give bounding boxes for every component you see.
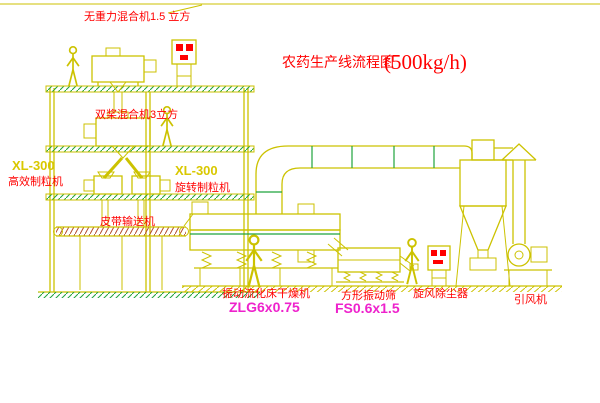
label-top-mixer: 无重力混合机1.5 立方 — [84, 9, 190, 23]
granulator-discharge-pipes — [101, 200, 145, 227]
diagram-title: 农药生产线流程图 — [282, 55, 394, 71]
label-granulator-right-model: XL-300 — [175, 163, 218, 178]
gravity-free-mixer — [91, 4, 203, 93]
label-sieve-model: FS0.6x1.5 — [335, 300, 400, 316]
y-splitter-chute — [102, 156, 144, 180]
sieve-springs — [336, 271, 404, 283]
stack-rain-cap — [501, 143, 537, 161]
exhaust-duct — [255, 145, 473, 214]
dryer-base-frame — [194, 267, 338, 286]
diagram-title-capacity: (500kg/h) — [384, 50, 467, 74]
fluid-bed-dryer — [189, 201, 341, 263]
label-dryer-name: 振动流化床干燥机 — [222, 286, 310, 300]
label-dryer-model: ZLG6x0.75 — [229, 299, 300, 315]
label-granulator-right-name: 旋转制粒机 — [175, 180, 230, 194]
leader-line — [167, 4, 203, 14]
labels: 农药生产线流程图 (500kg/h) 无重力混合机1.5 立方 双桨混合机3立方… — [8, 9, 547, 316]
label-fan: 引风机 — [514, 292, 547, 306]
dryer-springs — [200, 251, 318, 269]
label-granulator-left-model: XL-300 — [12, 158, 55, 173]
exhaust-stack — [512, 160, 526, 244]
granulator-left — [83, 171, 123, 195]
control-cabinet-right — [427, 245, 451, 286]
ground-right — [182, 285, 562, 292]
label-sieve-name: 方形振动筛 — [341, 288, 396, 302]
mixer-feed-pipe — [113, 92, 123, 114]
label-twin-paddle-mixer: 双桨混合机3立方 — [95, 107, 178, 121]
duct-flanges — [256, 146, 435, 193]
label-belt-conveyor: 皮带输送机 — [100, 214, 155, 228]
control-cabinet-top — [171, 39, 197, 88]
induced-draft-fan — [504, 243, 552, 286]
granulator-right — [131, 171, 171, 195]
label-granulator-left-name: 高效制粒机 — [8, 174, 63, 188]
belt-conveyor — [53, 213, 194, 237]
twin-paddle-mixer — [83, 111, 151, 159]
cyclone-dust-collector — [455, 139, 511, 287]
conveyor-supports — [79, 236, 163, 290]
label-cyclone: 旋风除尘器 — [413, 286, 468, 300]
vibrating-sieve — [327, 237, 419, 273]
operator-figure-top — [66, 46, 80, 88]
